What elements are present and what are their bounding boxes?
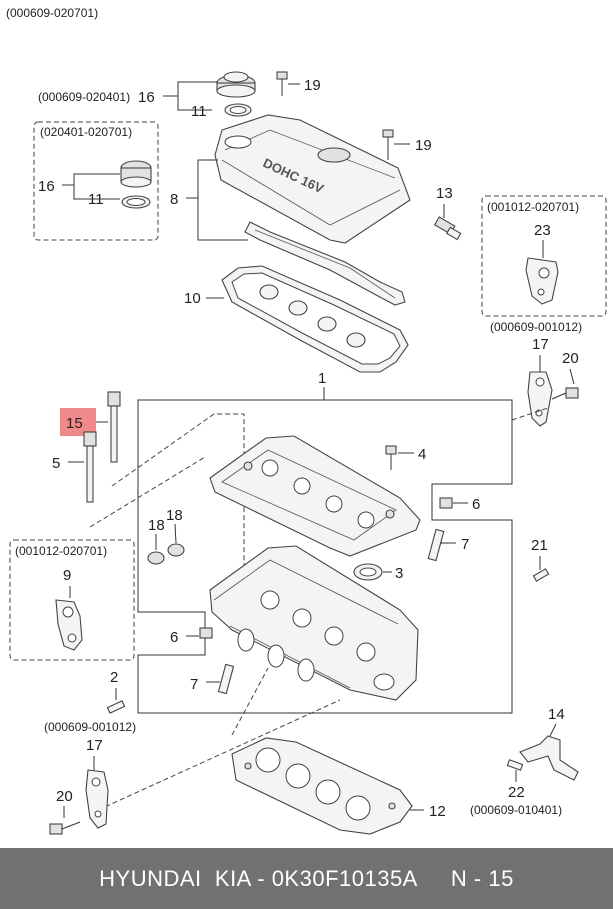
callout-1: 1 [318, 370, 326, 387]
callout-16-box: 16 [38, 178, 55, 195]
bracket-23-box [481, 195, 607, 317]
plug-18-a [147, 551, 165, 565]
callout-6-right: 6 [472, 496, 480, 513]
footer-page-ref: N - 15 [450, 865, 514, 891]
cylinder-head-cover: DOHC 16V [214, 114, 411, 244]
callout-5: 5 [52, 455, 60, 472]
callout-19-top: 19 [304, 77, 321, 94]
bolt-5 [83, 431, 97, 503]
callout-16-top: 16 [138, 89, 155, 106]
stud-21 [532, 568, 550, 582]
bracket-17-left [85, 769, 109, 829]
callout-20-right: 20 [562, 350, 579, 367]
stud-22 [506, 759, 524, 771]
bracket-17-right [527, 371, 553, 427]
bolt-19-second [382, 129, 394, 160]
date-range-cap-top: (000609-020401) [38, 90, 130, 104]
callout-23: 23 [534, 222, 551, 239]
bolt-20-right [551, 387, 579, 400]
stud-2 [106, 700, 126, 714]
valve-guide-7-right [427, 528, 445, 562]
date-range-bracket17-bottom: (000609-001012) [44, 720, 136, 734]
footer-gap [418, 866, 451, 892]
water-pipe-14 [519, 735, 579, 781]
oil-cap-gasket-top [224, 103, 252, 117]
date-range-bracket23-bottom: (000609-001012) [490, 320, 582, 334]
callout-7-right: 7 [461, 536, 469, 553]
callout-8: 8 [170, 191, 178, 208]
seal-ring-3 [353, 563, 383, 581]
callout-15: 15 [66, 415, 83, 432]
callout-4: 4 [418, 446, 426, 463]
plug-18-b [167, 543, 185, 557]
date-range-bracket9-top: (001012-020701) [15, 544, 107, 558]
valve-seal-6-right [439, 497, 453, 509]
bolt-19-top [276, 71, 288, 96]
date-range-pipe14-bottom: (000609-010401) [470, 803, 562, 817]
date-range-bracket23-top: (001012-020701) [487, 200, 579, 214]
footer-bar: HYUNDAI KIA - 0K30F10135A N - 15 [0, 848, 613, 909]
highlight-callout-15 [60, 408, 96, 436]
camshaft-carrier [209, 435, 421, 557]
head-gasket [231, 737, 413, 835]
callout-3: 3 [395, 565, 403, 582]
callout-11-top: 11 [191, 103, 207, 120]
oil-filler-cap-alt [120, 160, 152, 188]
bolt-4 [385, 445, 397, 470]
head-cover-gasket [221, 265, 409, 373]
alt-cap-box [33, 121, 159, 241]
callout-10: 10 [184, 290, 201, 307]
cylinder-head-frame [137, 387, 513, 714]
bracket-23 [525, 257, 559, 305]
callout-7-left: 7 [190, 676, 198, 693]
sensor-13 [433, 216, 462, 241]
date-range-top-left: (000609-020701) [6, 6, 98, 20]
date-range-cap-box: (020401-020701) [40, 125, 132, 139]
callout-19-second: 19 [415, 137, 432, 154]
callout-20-left: 20 [56, 788, 73, 805]
bolt-15 [107, 391, 121, 463]
valve-seal-6-left [199, 627, 213, 639]
valve-guide-7-left [217, 663, 235, 695]
callout-17-right: 17 [532, 336, 549, 353]
cylinder-head [209, 545, 419, 701]
bracket-9-box [9, 539, 135, 661]
oil-cap-gasket-alt [121, 195, 151, 209]
callout-18-a: 18 [148, 517, 165, 534]
callout-6-left: 6 [170, 629, 178, 646]
callout-21: 21 [531, 537, 548, 554]
callout-18-b: 18 [166, 507, 183, 524]
oil-filler-cap-top [216, 71, 256, 98]
callout-14: 14 [548, 706, 565, 723]
callout-2: 2 [110, 669, 118, 686]
callout-22: 22 [508, 784, 525, 801]
bracket-9 [55, 599, 83, 651]
footer-part-number: HYUNDAI KIA - 0K30F10135A [99, 865, 418, 891]
callout-17-left: 17 [86, 737, 103, 754]
callout-9: 9 [63, 567, 71, 584]
callout-13: 13 [436, 185, 453, 202]
bolt-20-left [49, 821, 81, 835]
callout-11-box: 11 [88, 191, 104, 208]
cover-gasket [244, 221, 406, 306]
callout-12: 12 [429, 803, 446, 820]
